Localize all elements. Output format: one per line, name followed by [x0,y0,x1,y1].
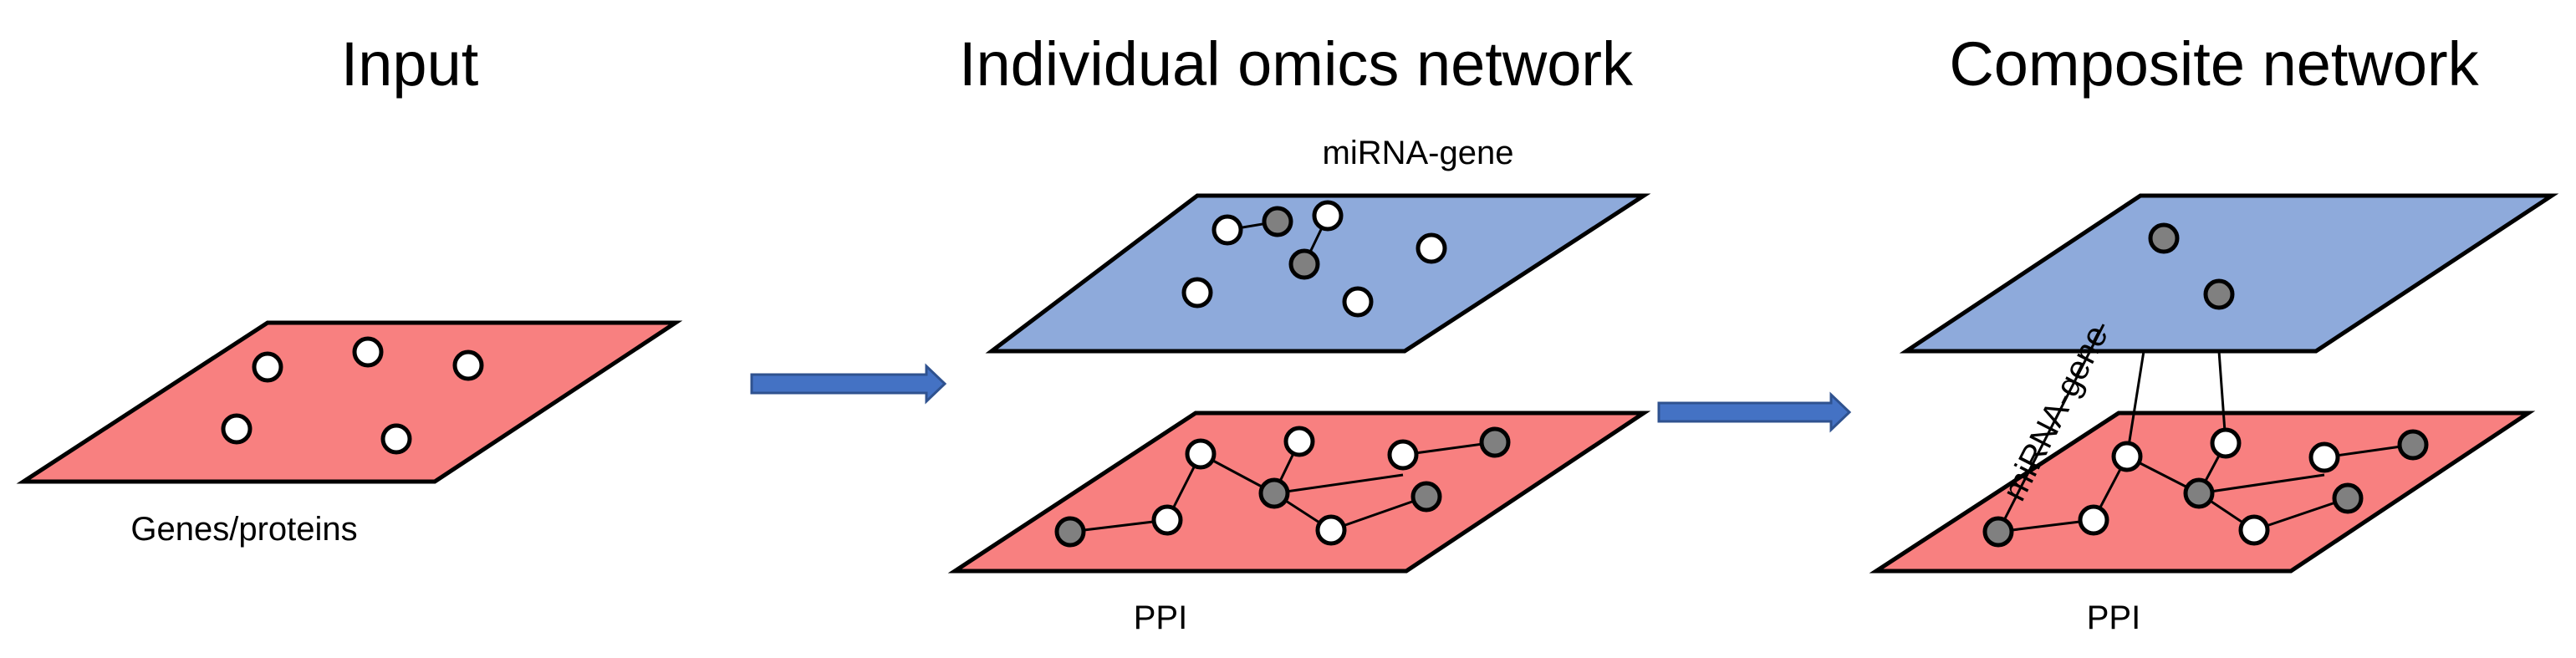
protein-node [2397,429,2429,461]
gene-node [252,351,283,383]
protein-node [1258,477,1290,509]
input-panel: Input Genes/proteins [16,29,683,548]
protein-node [2183,477,2215,509]
gene-node [1185,438,1217,470]
gene-node [2111,441,2143,472]
gene-node [1312,200,1344,232]
protein-node [1982,516,2014,548]
genes-proteins-plane [16,320,683,484]
composite-ppi-nodes [1982,427,2429,548]
gene-node [1387,439,1419,471]
ppi-label: PPI [1134,599,1187,636]
gene-node [221,413,252,445]
genes-proteins-label: Genes/proteins [130,511,357,548]
gene-node [1283,426,1315,457]
mirna-gene-plane [985,193,1651,354]
interlayer-link [1997,324,2105,533]
gene-node [1315,514,1347,546]
mirna-nodes [1181,200,1447,318]
protein-node [1054,516,1086,548]
mirna-node [1262,206,1293,237]
protein-node [2332,482,2364,514]
ppi-edge [1330,495,1427,532]
gene-node [2308,441,2340,473]
gene-node [380,423,412,455]
mirna-node [2203,278,2235,310]
composite-ppi-label: PPI [2087,599,2140,636]
gene-node [452,349,484,381]
ppi-edge [2253,497,2349,532]
gene-node [1181,277,1213,309]
ppi-edge [1997,518,2094,533]
composite-panel: Composite network [1869,29,2559,636]
protein-node [1479,426,1511,458]
gene-node [2078,504,2109,536]
composite-mirna-plane [1899,193,2559,354]
gene-node [2210,427,2242,459]
individual-title: Individual omics network [959,29,1634,99]
input-title: Input [341,29,479,99]
interlayer-link [2125,350,2145,457]
gene-node [1151,504,1183,536]
ppi-edge [1273,473,1404,495]
flow-arrow-1 [750,363,947,405]
protein-node [1410,481,1442,513]
ppi-edge [1069,518,1168,533]
flow-arrow-2 [1657,391,1852,433]
mirna-node [1288,248,1320,280]
mirna-node [2148,222,2180,254]
gene-node [1416,232,1447,264]
gene-node [2238,514,2270,546]
gene-node [352,336,384,368]
individual-panel: Individual omics network miRNA-gene [947,29,1651,636]
ppi-edge [1402,441,1496,457]
input-nodes [221,336,484,455]
mirna-gene-label: miRNA-gene [1323,135,1514,171]
ppi-edge [2198,473,2325,495]
gene-node [1342,286,1374,318]
composite-title: Composite network [1949,29,2479,99]
ppi-nodes [1054,426,1511,548]
gene-node [1211,214,1243,246]
ppi-plane [947,411,1651,574]
